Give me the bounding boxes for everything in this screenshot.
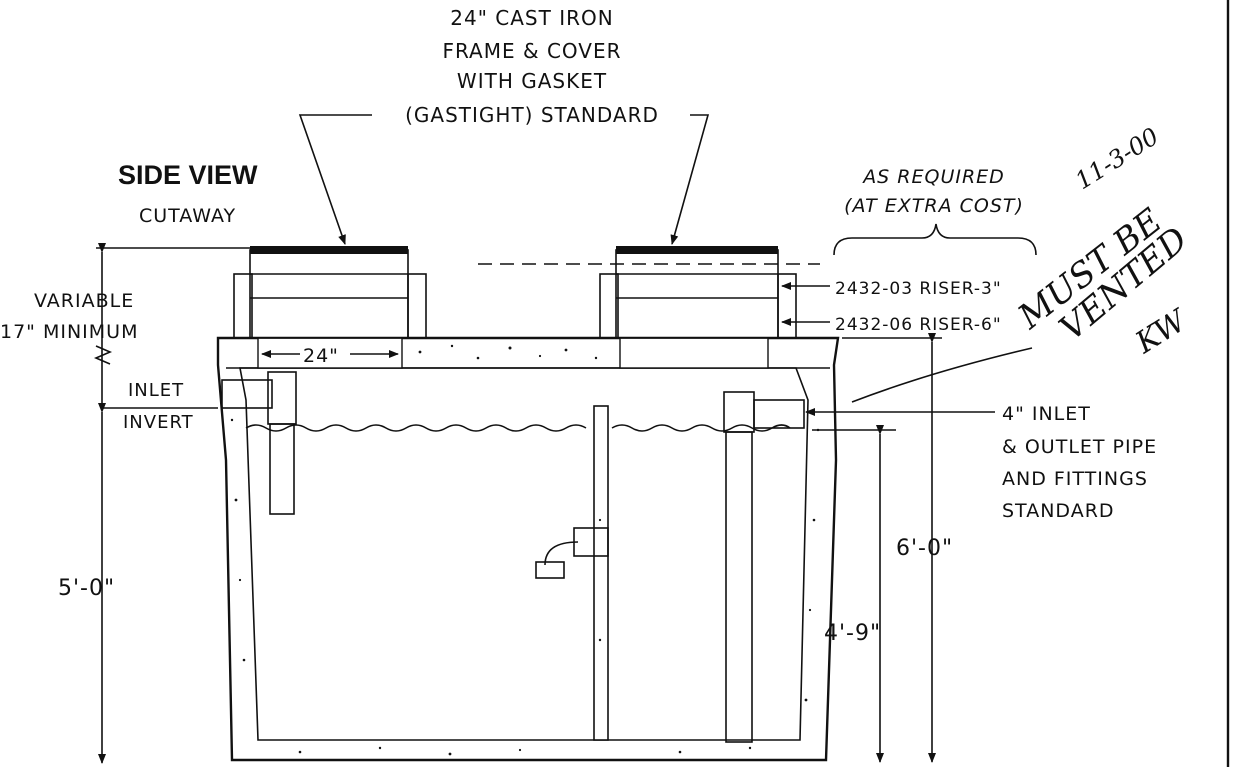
as-required-line-1: AS REQUIRED [861,166,1005,188]
cover-callout-line-4: (GASTIGHT) STANDARD [405,103,659,127]
baffle-tee [535,527,609,579]
riser-6-label: 2432-06 RISER-6" [835,315,1002,335]
dim-24in-label: 24" [303,345,339,367]
pipe-note-line-4: STANDARD [1002,500,1115,522]
outlet-pipe [723,391,805,743]
slab-opening-right [619,337,769,369]
tank-body [216,336,840,762]
handwritten-date: 11-3-00 [1070,122,1163,195]
handwritten-stroke [851,347,1033,403]
pipe-note-line-2: & OUTLET PIPE [1002,436,1157,458]
dim-6ft-label: 6'-0" [896,536,953,561]
handwritten-initials: KW [1129,302,1194,361]
as-required-note: AS REQUIRED (AT EXTRA COST) [844,166,1024,217]
inlet-pipe [221,371,297,515]
cover-callout-line-2: FRAME & COVER [442,39,621,63]
cover-leader-left [298,114,372,245]
pipe-note-line-3: AND FITTINGS [1002,468,1148,490]
cover-callout: 24" CAST IRON FRAME & COVER WITH GASKET … [405,6,659,127]
variable-line-2: 17" MINIMUM [0,321,138,343]
dim-break-symbol [93,345,113,365]
baffle-wall [593,405,609,741]
variable-note: VARIABLE 17" MINIMUM [0,290,138,343]
dim-4ft9-label: 4'-9" [824,621,881,646]
view-subtitle: CUTAWAY [139,205,236,227]
cover-callout-line-3: WITH GASKET [457,69,607,93]
dim-5ft-label: 5'-0" [58,576,115,601]
riser-3-label: 2432-03 RISER-3" [835,279,1002,299]
view-title: SIDE VIEW [118,160,258,190]
cover-right [616,246,778,254]
handwritten-annotation: 11-3-00 MUST BE VENTED KW [851,122,1196,403]
pipe-note: 4" INLET & OUTLET PIPE AND FITTINGS STAN… [1002,403,1157,522]
slab-opening-left [257,337,403,369]
as-required-brace [833,223,1037,256]
as-required-line-2: (AT EXTRA COST) [844,195,1024,217]
cover-leader-right [670,114,710,245]
cover-callout-line-1: 24" CAST IRON [450,6,613,30]
riser-stack-left [233,246,427,339]
variable-line-1: VARIABLE [34,290,134,312]
inlet-invert-line-2: INVERT [123,412,194,433]
inlet-invert-line-1: INLET [128,380,184,401]
cover-left [250,246,408,254]
pipe-note-line-1: 4" INLET [1002,403,1091,425]
liquid-level [245,424,587,432]
riser-stack-right [599,246,797,339]
inlet-invert-note: INLET INVERT [123,380,194,433]
